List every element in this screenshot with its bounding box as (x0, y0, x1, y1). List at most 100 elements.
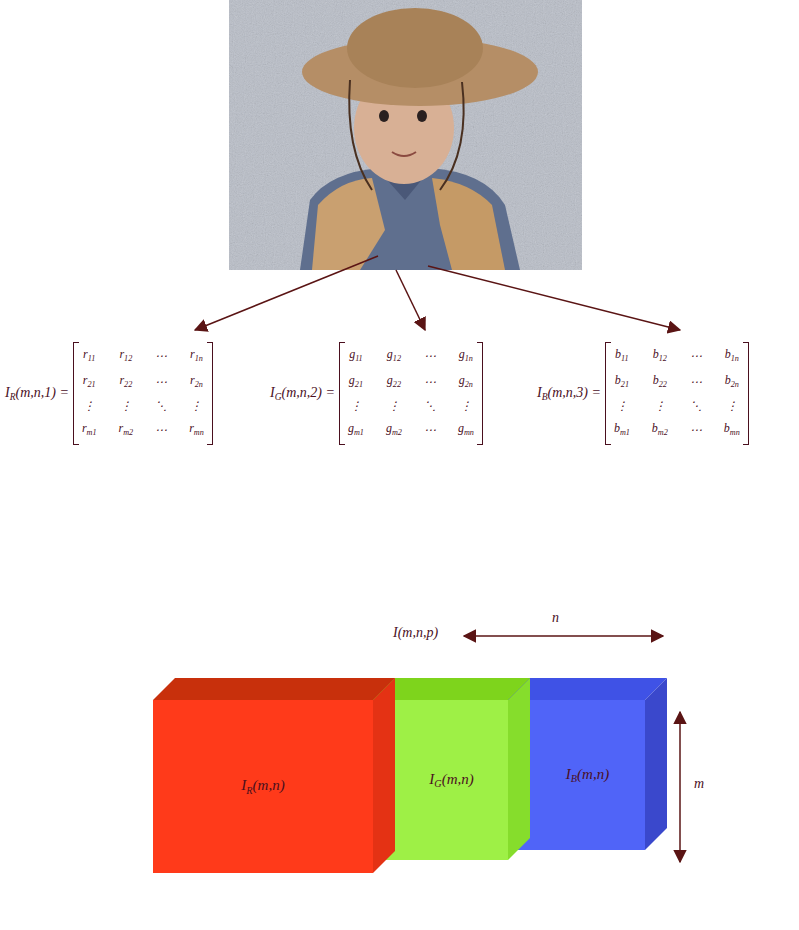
symbol: I (270, 385, 275, 400)
matrix-entry: r22 (119, 373, 132, 392)
slab-side (373, 678, 395, 873)
matrix-ellipsis: ⋯ (424, 375, 436, 390)
matrix-ellipsis: ⋮ (120, 399, 132, 414)
array-name: I(m,n,p) (393, 625, 438, 641)
matrix-entry: r12 (119, 347, 132, 366)
index-expression: (m,n,1) = (16, 385, 69, 400)
matrix-ellipsis: ⋯ (690, 349, 702, 364)
entry-symbol: g (387, 373, 393, 387)
matrix-bracket (477, 342, 483, 445)
matrix-bracket (743, 342, 749, 445)
matrix-ellipsis: ⋯ (155, 375, 167, 390)
matrix-entry: g11 (349, 347, 363, 366)
pixel-matrix: g11g12⋯g1ng21g22⋯g2n⋮⋮⋱⋮gm1gm2⋯gmn (339, 342, 483, 445)
index-expression: (m,n,3) = (548, 385, 601, 400)
wall-texture (229, 0, 582, 270)
symbol: I (537, 385, 542, 400)
entry-index: 2n (731, 380, 739, 389)
entry-index: 1n (195, 354, 203, 363)
vest-left (312, 178, 385, 270)
entry-symbol: g (386, 421, 392, 435)
matrix-equation: IB(m,n,3) =b11b12⋯b1nb21b22⋯b2n⋮⋮⋱⋮bm1bm… (537, 342, 749, 445)
matrix-bracket (73, 342, 79, 445)
entry-symbol: b (725, 347, 731, 361)
matrix-ellipsis: ⋯ (690, 423, 702, 438)
matrix-ellipsis: ⋱ (690, 399, 702, 414)
entry-index: 2n (465, 380, 473, 389)
matrix-entry: b12 (653, 347, 667, 366)
matrix-ellipsis: ⋯ (424, 349, 436, 364)
dimension-label: n (552, 610, 559, 626)
hat-crown (347, 8, 483, 88)
entry-symbol: b (615, 373, 621, 387)
channel-label: IR(m,n) (241, 777, 284, 796)
channel-subscript: R (246, 785, 252, 796)
entry-symbol: g (459, 373, 465, 387)
entry-index: 12 (659, 354, 667, 363)
entry-index: mn (730, 428, 740, 437)
matrix-ellipsis: ⋮ (83, 399, 95, 414)
matrix-entry: rm1 (82, 421, 97, 440)
entry-symbol: b (652, 421, 658, 435)
entry-index: m1 (87, 428, 97, 437)
entry-symbol: b (653, 373, 659, 387)
matrix-ellipsis: ⋮ (654, 399, 666, 414)
slab-side (508, 678, 530, 860)
matrix-ellipsis: ⋯ (690, 375, 702, 390)
entry-symbol: r (190, 373, 195, 387)
entry-index: m2 (392, 428, 402, 437)
entry-index: 11 (88, 354, 96, 363)
entry-index: 12 (393, 354, 401, 363)
channel-subscript: R (10, 392, 16, 402)
slab-side (645, 678, 667, 850)
entry-index: mn (194, 428, 204, 437)
pixel-matrix: r11r12⋯r1nr21r22⋯r2n⋮⋮⋱⋮rm1rm2⋯rmn (73, 342, 213, 445)
matrix-entry: bm2 (652, 421, 668, 440)
matrix-bracket (605, 342, 611, 445)
matrix-entry: b2n (725, 373, 739, 392)
entry-symbol: r (119, 373, 124, 387)
entry-index: m2 (123, 428, 133, 437)
matrix-entry: bm1 (614, 421, 630, 440)
leader-arrow (396, 270, 425, 330)
matrix-ellipsis: ⋮ (190, 399, 202, 414)
matrix-equation: IR(m,n,1) =r11r12⋯r1nr21r22⋯r2n⋮⋮⋱⋮rm1rm… (5, 342, 213, 445)
matrix-entry: r2n (190, 373, 203, 392)
channel-symbol: (m,n) (577, 766, 609, 782)
red-slab (153, 678, 395, 873)
leader-arrow (195, 256, 378, 330)
matrix-bracket (339, 342, 345, 445)
red-channel-slab: IR(m,n) (153, 700, 373, 873)
index-expression: (m,n,2) = (282, 385, 335, 400)
height-dimension-arrow (679, 712, 681, 862)
entry-index: 11 (621, 354, 629, 363)
matrix-entry: bmn (724, 421, 740, 440)
entry-index: 21 (621, 380, 629, 389)
matrix-bracket (207, 342, 213, 445)
channel-name: IG(m,n,2) = (270, 385, 335, 402)
entry-symbol: g (349, 373, 355, 387)
matrix-entry: g22 (387, 373, 401, 392)
entry-index: m1 (620, 428, 630, 437)
entry-index: 1n (731, 354, 739, 363)
width-dimension-arrow (464, 635, 663, 637)
matrix-ellipsis: ⋮ (726, 399, 738, 414)
entry-symbol: b (725, 373, 731, 387)
entry-index: 12 (124, 354, 132, 363)
entry-index: 21 (355, 380, 363, 389)
leader-arrow (428, 266, 680, 330)
entry-index: m1 (354, 428, 364, 437)
blue-channel-slab: IB(m,n) (530, 700, 645, 850)
matrix-entry: gm1 (348, 421, 364, 440)
matrix-entry: r11 (83, 347, 95, 366)
entry-symbol: g (387, 347, 393, 361)
entry-index: mn (464, 428, 474, 437)
matrix-ellipsis: ⋮ (616, 399, 628, 414)
entry-symbol: b (653, 347, 659, 361)
green-channel-slab: IG(m,n) (395, 700, 508, 860)
mouth (392, 152, 416, 156)
entry-index: 2n (195, 380, 203, 389)
channel-symbol: I (429, 771, 434, 787)
